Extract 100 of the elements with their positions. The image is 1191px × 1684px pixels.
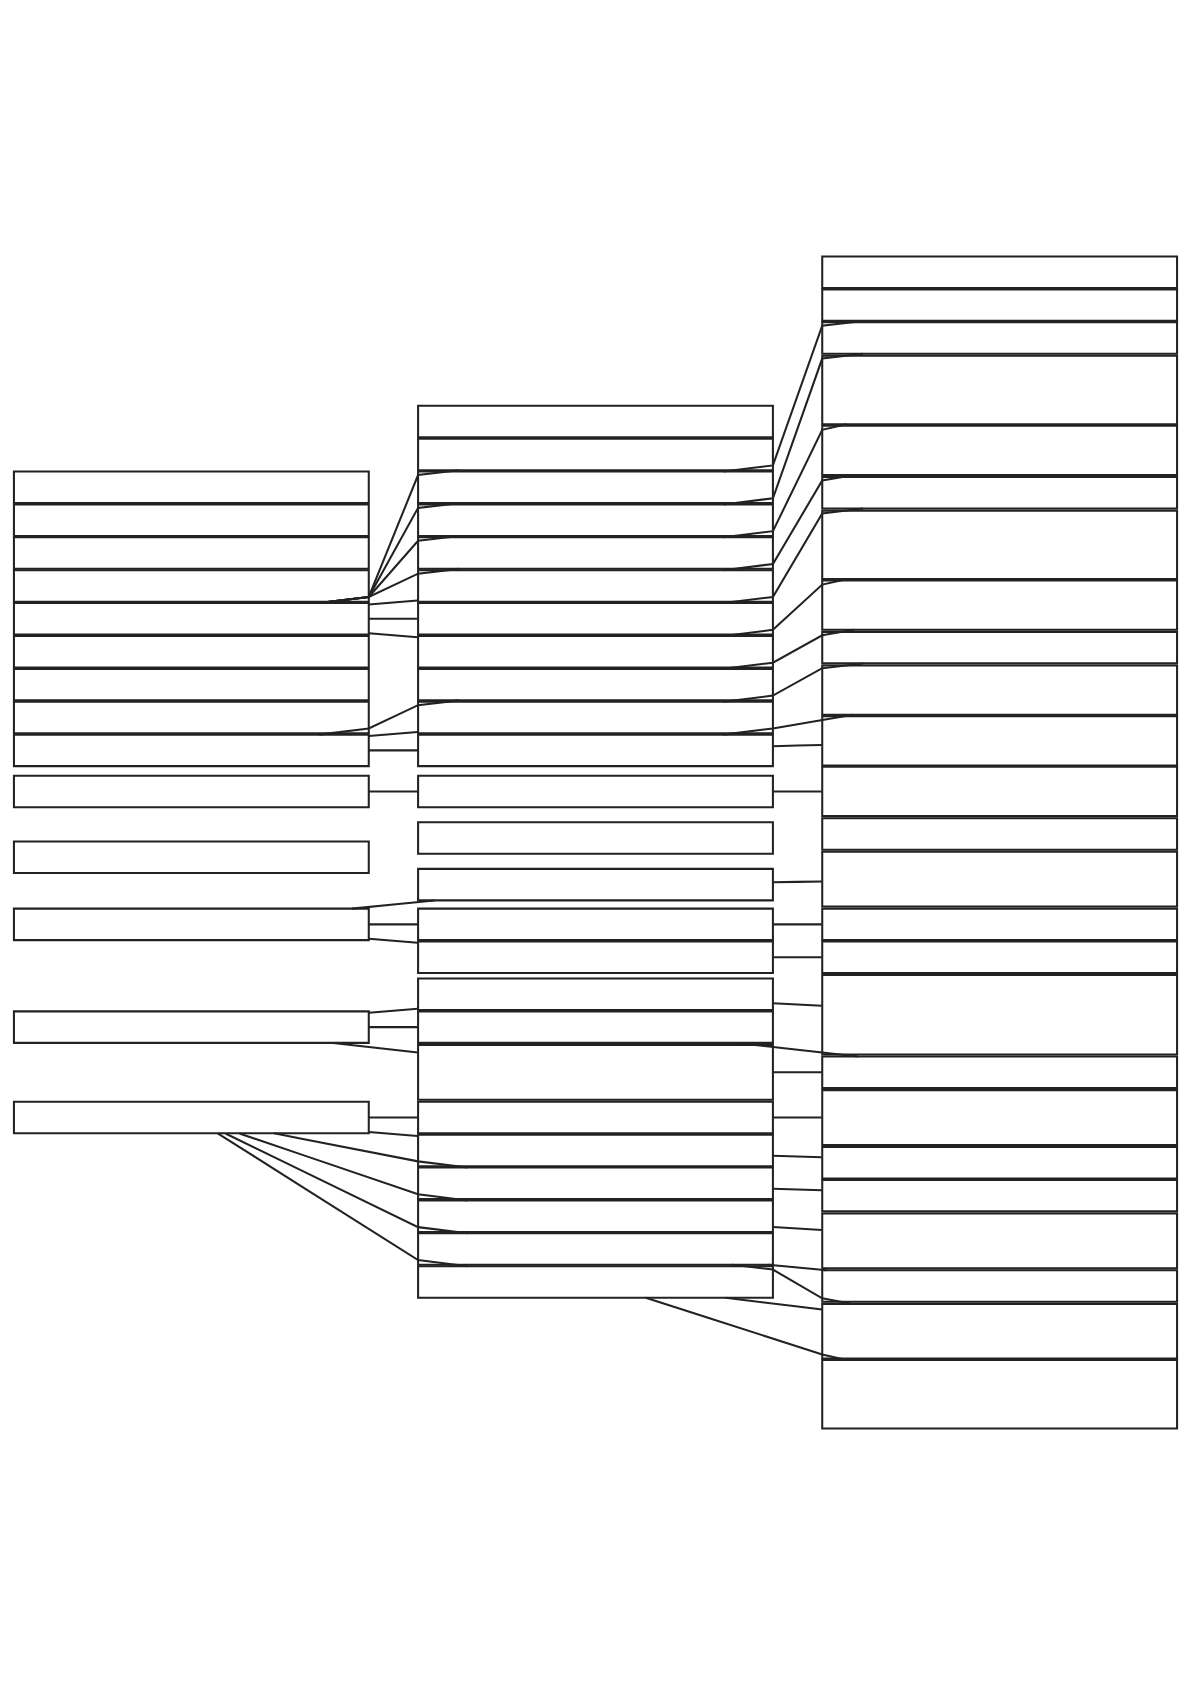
node-box [821, 1178, 1179, 1212]
connector [723, 422, 847, 538]
connector [368, 1130, 418, 1137]
connector [772, 1001, 822, 1007]
node-box [821, 765, 1179, 817]
node-box [417, 535, 774, 570]
node-box [821, 973, 1179, 1056]
connector [217, 1131, 468, 1267]
node-box [12, 774, 370, 808]
node-box [821, 1302, 1179, 1360]
node-box [417, 1043, 774, 1101]
node-box [821, 939, 1179, 974]
node-box [417, 502, 774, 537]
connector [368, 1116, 418, 1119]
node-box [417, 907, 774, 941]
connector [723, 661, 864, 703]
node-box [821, 578, 1179, 631]
node-box [821, 509, 1179, 580]
connector [319, 468, 460, 604]
connector [725, 1296, 823, 1311]
node-box [821, 354, 1179, 425]
connector [772, 1116, 822, 1119]
node-box [821, 850, 1179, 908]
connector [368, 922, 418, 925]
node-box [12, 839, 370, 874]
connector [368, 631, 418, 638]
connector [225, 1132, 468, 1234]
node-box [417, 1100, 774, 1134]
connector [723, 713, 854, 736]
connector [772, 1154, 822, 1158]
connector [723, 473, 855, 571]
connector [645, 1296, 847, 1361]
connector [273, 1131, 468, 1169]
node-box [821, 1055, 1179, 1089]
node-box [821, 714, 1179, 766]
node-box [821, 287, 1179, 322]
connector [723, 507, 864, 604]
node-box [12, 733, 370, 767]
node-box [417, 1009, 774, 1044]
node-box [417, 634, 774, 668]
connector [772, 1187, 822, 1191]
node-box [417, 976, 774, 1011]
node-box [417, 1231, 774, 1266]
connector [723, 628, 855, 670]
node-box [12, 1009, 370, 1044]
connector [772, 880, 822, 883]
node-box [417, 437, 774, 471]
node-box [821, 1358, 1179, 1430]
connector [368, 1025, 418, 1028]
connector [772, 1225, 822, 1231]
connector [768, 1263, 827, 1271]
node-box [417, 700, 774, 734]
connector [723, 352, 864, 505]
connector [731, 1263, 852, 1305]
connector [368, 617, 418, 620]
connector [351, 898, 435, 910]
connector [368, 748, 418, 751]
connector [319, 534, 460, 604]
node-box [417, 820, 774, 855]
connector [723, 319, 864, 473]
node-box [821, 630, 1179, 664]
node-box [821, 1145, 1179, 1179]
connector [239, 1131, 468, 1201]
node-box [821, 1268, 1179, 1303]
node-box [417, 1264, 774, 1299]
node-box [821, 907, 1179, 941]
node-box [821, 1211, 1179, 1269]
connector [772, 922, 822, 925]
node-box [821, 663, 1179, 716]
connector [319, 501, 460, 604]
node-box [12, 907, 370, 941]
connector [772, 1070, 822, 1073]
connector [12, 568, 15, 570]
node-box [417, 774, 774, 808]
node-box [12, 502, 370, 537]
node-box [417, 1198, 774, 1233]
connector [319, 567, 460, 604]
connector [772, 955, 822, 958]
node-box [417, 568, 774, 603]
node-box [821, 254, 1179, 289]
node-box [821, 475, 1179, 510]
node-box [417, 404, 774, 438]
node-box [417, 1166, 774, 1200]
node-box [417, 733, 774, 767]
connector [333, 1041, 418, 1053]
node-box [12, 634, 370, 668]
connector [319, 698, 460, 736]
node-box [821, 1088, 1179, 1146]
node-box [12, 1100, 370, 1134]
node-box [417, 601, 774, 636]
connector [772, 789, 822, 792]
connector [737, 1041, 859, 1058]
node-box [417, 667, 774, 701]
node-box [417, 470, 774, 504]
node-box [821, 320, 1179, 355]
connector [368, 789, 418, 792]
node-box [417, 867, 774, 901]
node-box [12, 601, 370, 636]
node-box [821, 424, 1179, 476]
connector [368, 598, 418, 605]
